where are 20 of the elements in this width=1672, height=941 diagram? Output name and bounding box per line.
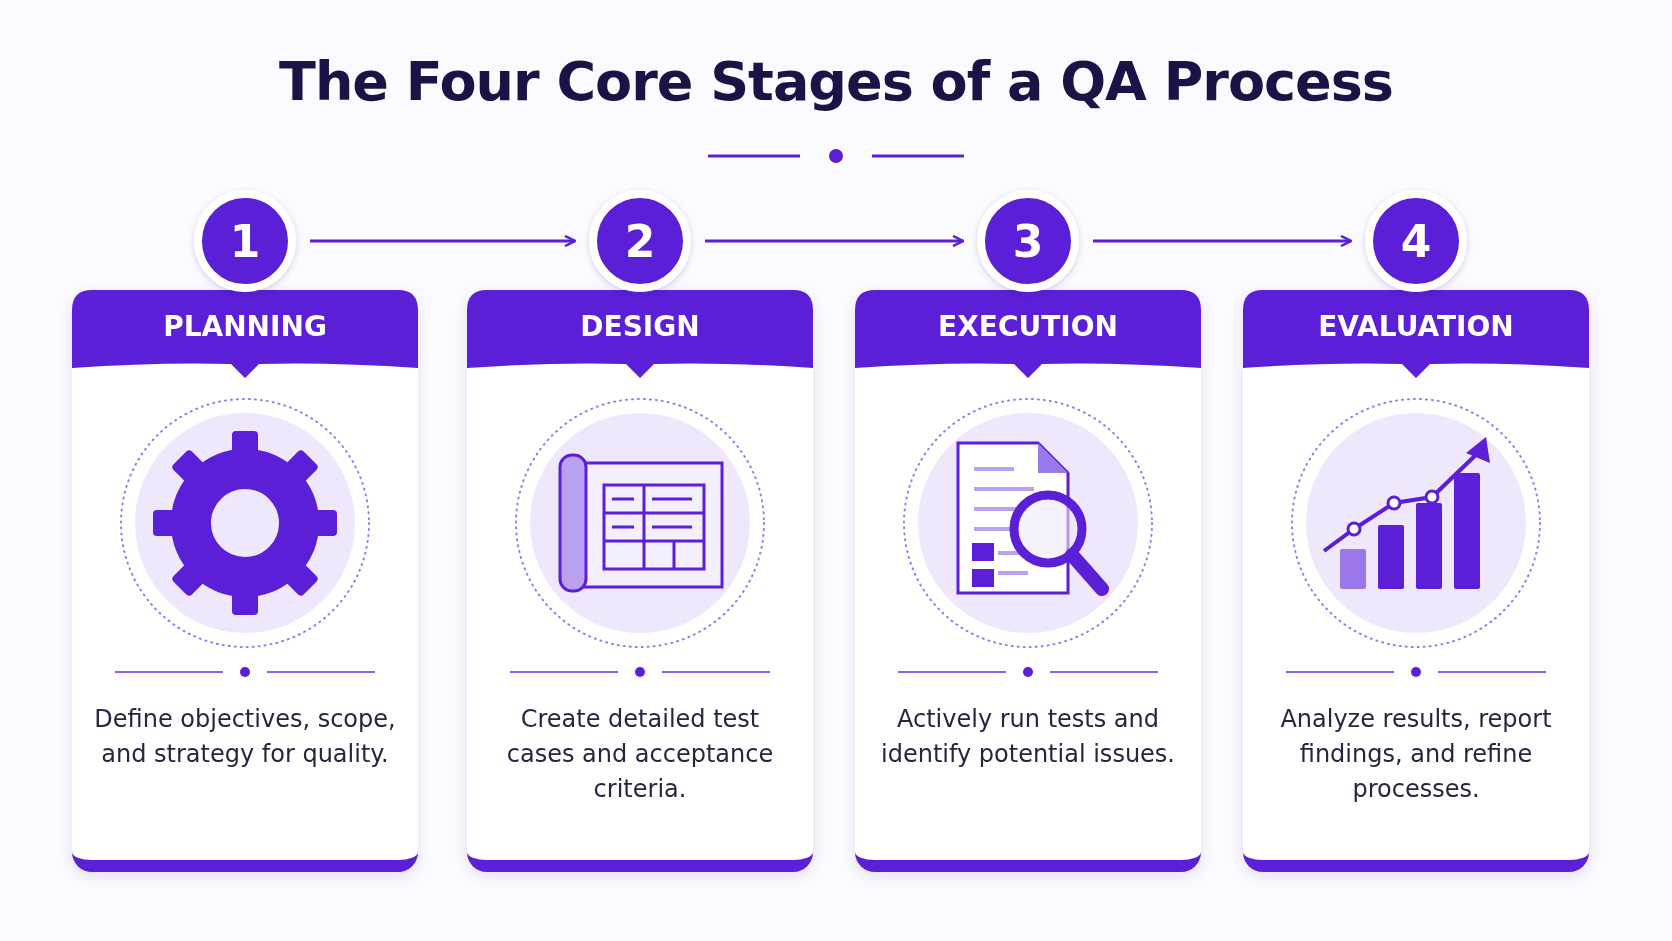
stage-description: Create detailed test cases and acceptance criteria. xyxy=(505,704,775,805)
stage-description: Define objectives, scope, and strategy for quality. xyxy=(93,704,397,770)
stage-title: EXECUTION xyxy=(937,310,1119,343)
stage-card xyxy=(1243,290,1589,872)
stage-card xyxy=(72,290,418,872)
arrow xyxy=(310,234,577,248)
step-number-circle: 1 xyxy=(194,190,296,292)
title: The Four Core Stages of a QA Process xyxy=(279,50,1393,113)
step-number-circle: 3 xyxy=(977,190,1079,292)
stage-title: PLANNING xyxy=(162,310,328,343)
stage-card xyxy=(467,290,813,872)
stage-title: DESIGN xyxy=(579,310,701,343)
stage-title: EVALUATION xyxy=(1317,310,1515,343)
step-number-circle: 2 xyxy=(589,190,691,292)
stage-card xyxy=(855,290,1201,872)
step-number-circle: 4 xyxy=(1365,190,1467,292)
arrow xyxy=(1093,234,1353,248)
arrow xyxy=(705,234,965,248)
stage-description: Analyze results, report findings, and refine processes. xyxy=(1279,704,1553,805)
stage-description: Actively run tests and identify potential issues. xyxy=(880,704,1176,770)
